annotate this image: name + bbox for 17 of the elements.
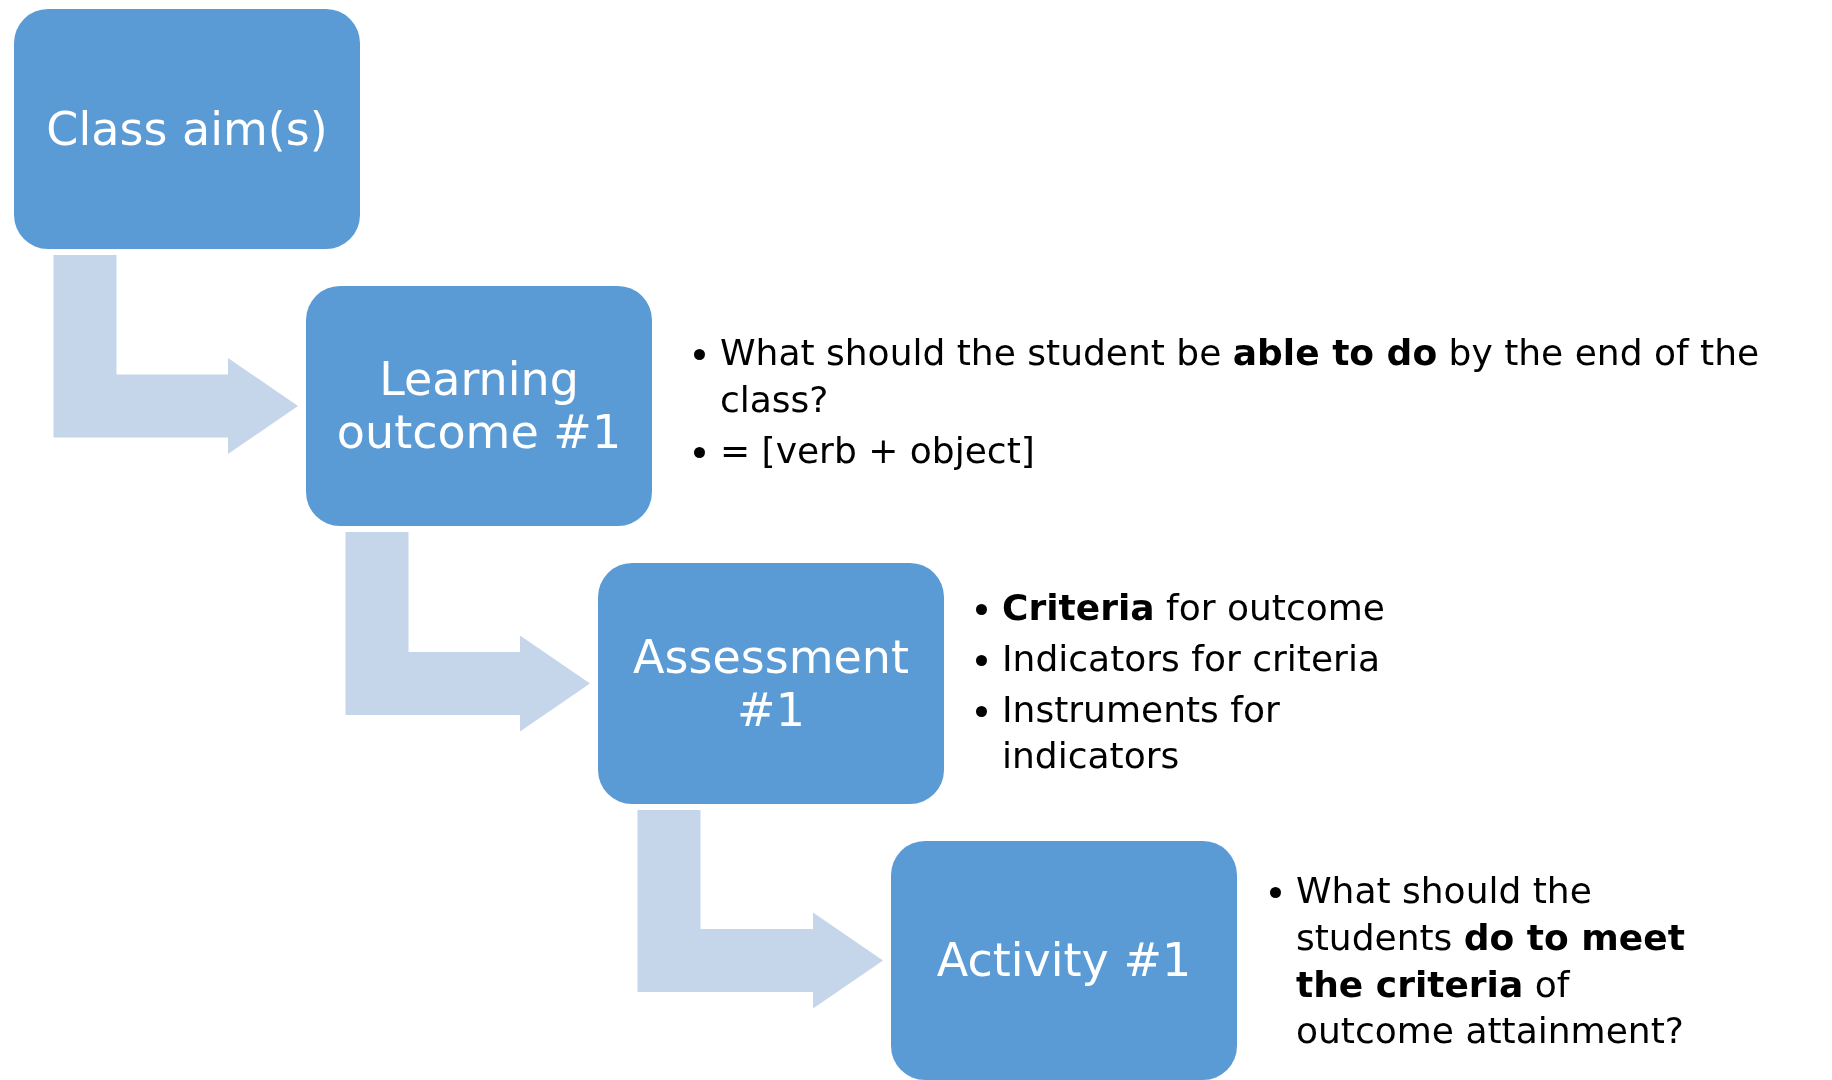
bullet-text: Indicators for criteria <box>1002 636 1381 681</box>
process-box <box>14 9 360 249</box>
process-box <box>306 286 652 526</box>
bent-arrow <box>637 810 883 1009</box>
bent-arrow <box>345 532 590 732</box>
box-title: Learning outcome #1 <box>335 353 623 459</box>
bullet-text: What should the students do to meet the criteria of outcome attainment? <box>1296 869 1686 1054</box>
box-title: Activity #1 <box>936 934 1192 987</box>
bent-arrow <box>53 255 298 454</box>
bullet-text: Criteria for outcome <box>1002 586 1386 630</box>
process-box <box>891 841 1237 1080</box>
bullet-text: What should the student be able to do by the end of the class? <box>720 331 1761 422</box>
box-title: Class aim(s) <box>46 102 328 156</box>
process-box <box>598 563 944 804</box>
bullet-text: = [verb + object] <box>720 428 1036 473</box>
bullet-text: Instruments for indicators <box>1002 687 1281 779</box>
box-title: Assessment #1 <box>632 630 910 737</box>
